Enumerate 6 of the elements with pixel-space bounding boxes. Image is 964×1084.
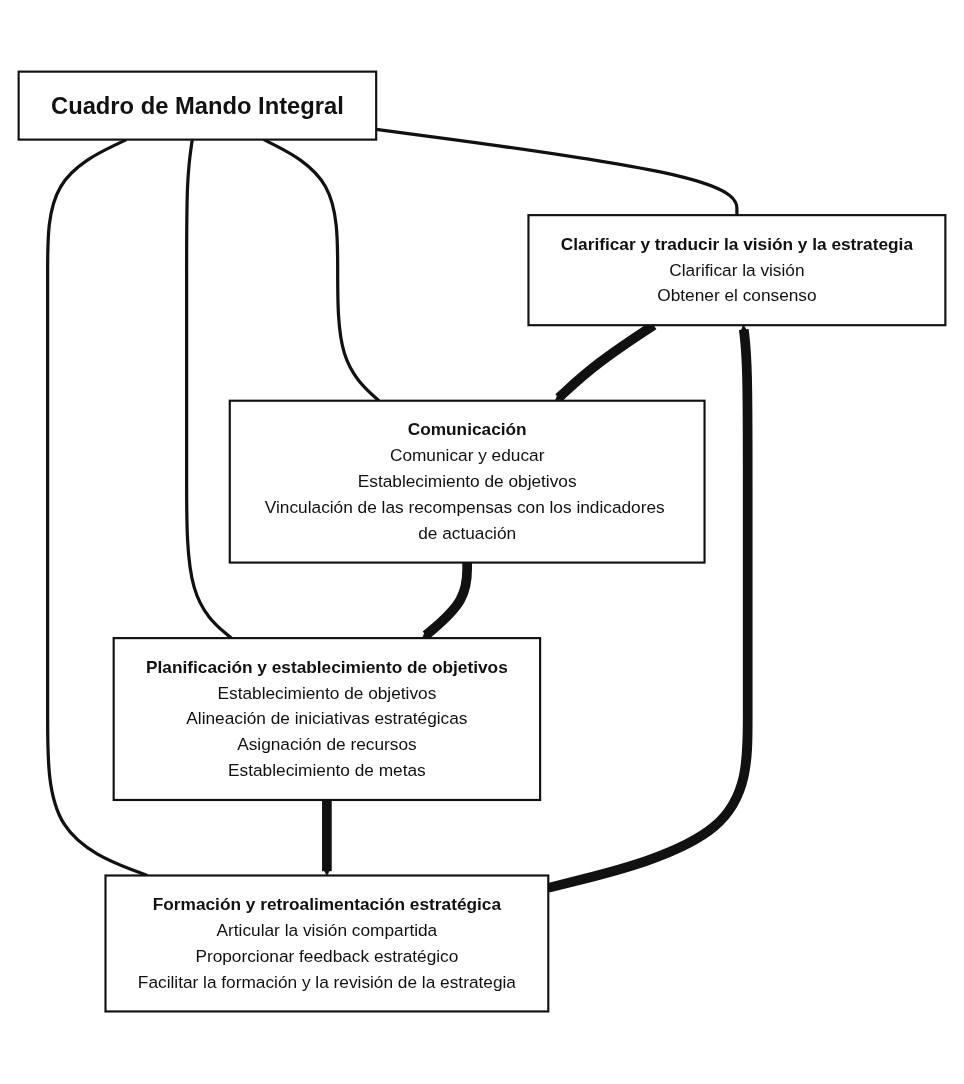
node-box xyxy=(104,874,550,1013)
node-box xyxy=(112,637,542,802)
node-box xyxy=(527,214,947,327)
node-box xyxy=(228,400,706,565)
node-box xyxy=(17,71,378,142)
diagram: Cuadro de Mando Integral Clarificar y traducir la visión y la estrategia Clarificar la visión Obtener el consenso Comunicación Comunicar y educar Establecimiento de objetivos Vinculación de las recompensas con los indicadores de actuación Planificación y establecimiento de objetivos Establecimiento de objetivos Alineación de iniciativas estratégicas Asignación de recursos Establecimiento de metas Formación y retroalimentación estratégica Articular la visión compartida Proporcionar feedback estratégico Facilitar la formación y la revisión de la estrategia xyxy=(10,63,954,1021)
